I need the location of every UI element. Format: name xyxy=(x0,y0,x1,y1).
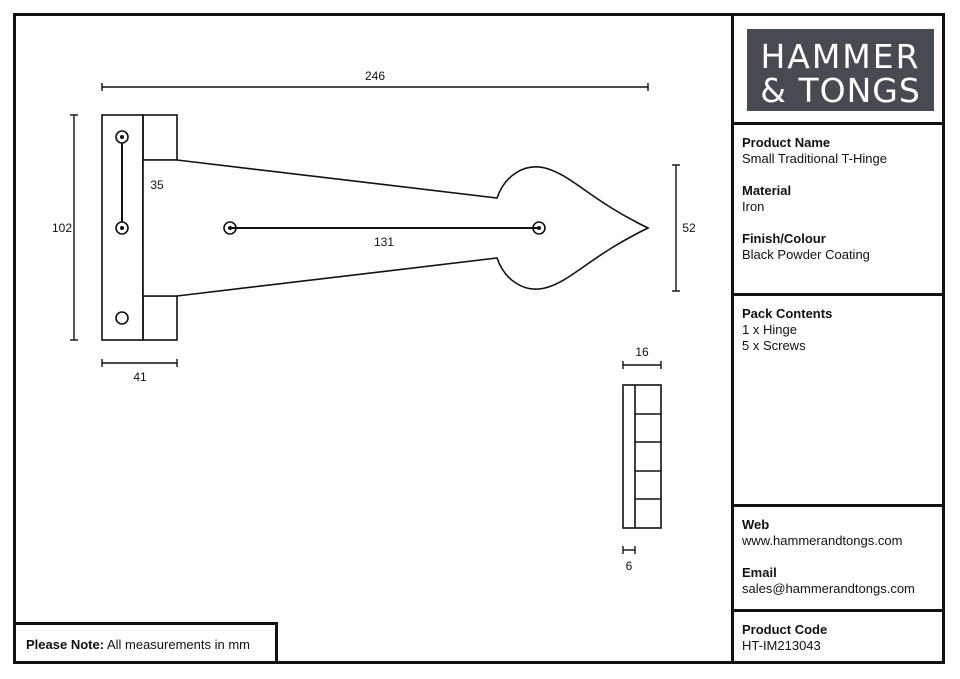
finish-value: Black Powder Coating xyxy=(742,247,870,262)
material-value: Iron xyxy=(742,199,765,214)
note-label: Please Note: xyxy=(26,637,105,652)
contact-panel: Web www.hammerandtongs.com Email sales@h… xyxy=(731,504,945,612)
dim-strap-hole-spacing: 131 xyxy=(374,235,394,249)
hinge-side-view xyxy=(622,384,662,529)
web-link[interactable]: www.hammerandtongs.com xyxy=(742,533,903,548)
product-name-value: Small Traditional T-Hinge xyxy=(742,151,887,166)
email-link[interactable]: sales@hammerandtongs.com xyxy=(742,581,915,596)
email-label: Email xyxy=(742,565,777,580)
web-label: Web xyxy=(742,517,770,532)
brand-logo: HAMMER & TONGS xyxy=(747,29,934,111)
dim-overall-length: 246 xyxy=(365,69,385,83)
dim-side-width: 16 xyxy=(635,345,649,359)
pack-item: 5 x Screws xyxy=(742,338,806,353)
product-code-label: Product Code xyxy=(742,622,828,637)
material-label: Material xyxy=(742,183,792,198)
brand-line2: & TONGS xyxy=(760,71,921,110)
dim-leaf-width: 41 xyxy=(133,370,147,384)
measurement-note: Please Note: All measurements in mm xyxy=(13,622,278,664)
dim-leaf-hole-spacing: 35 xyxy=(150,178,164,192)
dim-height: 102 xyxy=(52,221,72,235)
note-text: All measurements in mm xyxy=(106,637,250,652)
finish-label: Finish/Colour xyxy=(742,231,826,246)
dim-strap-end-height: 52 xyxy=(682,221,696,235)
pack-item: 1 x Hinge xyxy=(742,322,797,337)
logo-panel: HAMMER & TONGS xyxy=(731,13,945,125)
pack-contents-label: Pack Contents xyxy=(742,306,833,321)
pack-contents-panel: Pack Contents 1 x Hinge 5 x Screws xyxy=(731,293,945,507)
product-code-value: HT-IM213043 xyxy=(742,638,821,653)
brand-line1: HAMMER xyxy=(760,37,921,76)
product-name-label: Product Name xyxy=(742,135,831,150)
product-code-panel: Product Code HT-IM213043 xyxy=(731,609,945,664)
screw-hole xyxy=(115,311,129,325)
product-details-panel: Product Name Small Traditional T-Hinge M… xyxy=(731,122,945,296)
dim-side-thickness: 6 xyxy=(626,559,633,573)
